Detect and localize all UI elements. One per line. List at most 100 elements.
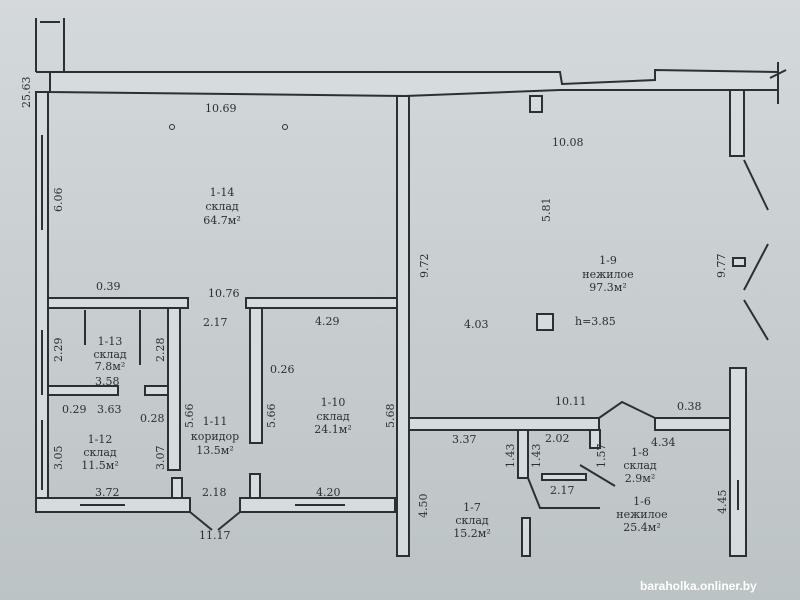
room-area: 24.1м² — [314, 423, 351, 436]
wall-1-7-lower — [521, 517, 531, 557]
dim-label: 4.03 — [464, 318, 489, 331]
dim-label: 4.50 — [417, 494, 430, 519]
dim-label: 4.20 — [316, 486, 341, 499]
dim-label: 2.18 — [202, 486, 227, 499]
dim-label: 10.11 — [555, 395, 587, 408]
dim-label: 3.63 — [97, 403, 122, 416]
dim-label: 9.72 — [418, 254, 431, 279]
dim-label: 4.34 — [651, 436, 676, 449]
wall-1-7-east — [517, 429, 529, 479]
room-type: склад — [623, 459, 657, 472]
fixture-1 — [169, 124, 175, 130]
room-1-8: 1-8 склад 2.9м² — [623, 446, 657, 485]
wall-1-9-south-left — [408, 417, 600, 431]
right-stub — [732, 257, 746, 267]
dim-label: 3.07 — [154, 446, 167, 471]
wall-stub — [144, 385, 169, 396]
wall-1-10-north — [245, 297, 398, 309]
dim-label: 0.39 — [96, 280, 121, 293]
column-top — [529, 95, 543, 113]
leader-1-8 — [579, 464, 616, 487]
dim-label: 3.37 — [452, 433, 477, 446]
central-wall — [396, 95, 410, 557]
dim-label: 1.43 — [504, 444, 517, 469]
room-1-6: 1-6 нежилое 25.4м² — [616, 495, 667, 534]
dim-label: 3.72 — [95, 486, 120, 499]
watermark: baraholka.onliner.by — [640, 579, 757, 593]
room-id: 1-13 — [98, 335, 123, 348]
room-type: нежилое — [582, 268, 633, 281]
wall-1-8-south — [527, 477, 600, 509]
right-doors — [743, 159, 769, 341]
room-type: нежилое — [616, 508, 667, 521]
wall-corridor-east — [249, 307, 263, 444]
room-type: коридор — [191, 430, 239, 443]
door-jamb-2 — [249, 473, 261, 499]
room-id: 1-12 — [88, 433, 113, 446]
room-area: 2.9м² — [625, 472, 655, 485]
dim-label: 10.69 — [205, 102, 237, 115]
dim-label: 6.06 — [52, 188, 65, 213]
room-1-12: 1-12 склад 11.5м² — [81, 433, 118, 472]
dim-label: 0.38 — [677, 400, 702, 413]
room-1-9: 1-9 нежилое 97.3м² — [582, 254, 633, 294]
dim-label: 2.02 — [545, 432, 570, 445]
room-type: склад — [316, 410, 350, 423]
room-type: склад — [93, 348, 127, 361]
room-area: 64.7м² — [203, 214, 240, 227]
room-id: 1-14 — [210, 186, 235, 199]
room-area: 25.4м² — [623, 521, 660, 534]
room-1-10: 1-10 склад 24.1м² — [314, 396, 351, 436]
door-1-9 — [598, 400, 656, 419]
dim-label: 9.77 — [715, 254, 728, 279]
room-type: склад — [83, 446, 117, 459]
dim-label: 2.17 — [203, 316, 228, 329]
wall-1-8-stub — [589, 429, 601, 449]
dim-label: 0.26 — [270, 363, 295, 376]
dim-label: 1.57 — [595, 444, 608, 469]
room-type: склад — [205, 200, 239, 213]
dim-label: 0.29 — [62, 403, 87, 416]
room-id: 1-6 — [633, 495, 651, 508]
room-1-13: 1-13 склад 7.8м² — [93, 335, 127, 373]
door-jamb-1 — [171, 477, 183, 499]
room-1-7: 1-7 склад 15.2м² — [453, 501, 490, 540]
dim-label: 2.29 — [52, 338, 65, 363]
room-id: 1-11 — [203, 415, 228, 428]
dim-label: 5.66 — [265, 404, 278, 429]
window-1-8 — [541, 473, 587, 481]
break-mark — [769, 62, 787, 104]
room-id: 1-10 — [321, 396, 346, 409]
wall-1-9-south-right — [654, 417, 731, 431]
room-area: 11.5м² — [81, 459, 118, 472]
wall-1-14-south — [47, 297, 189, 309]
dim-label: 1.43 — [530, 444, 543, 469]
top-wall — [36, 68, 779, 98]
dim-label: 10.76 — [208, 287, 240, 300]
right-wall-bottom — [729, 367, 747, 557]
room-1-14: 1-14 склад 64.7м² — [203, 186, 240, 227]
dim-label: 0.28 — [140, 412, 165, 425]
dim-label: 10.08 — [552, 136, 584, 149]
entry-door — [189, 511, 241, 531]
room-id: 1-9 — [599, 254, 617, 267]
dim-label: 2.28 — [154, 338, 167, 363]
right-pillar-top — [729, 89, 745, 157]
wall-corridor-west — [167, 307, 181, 471]
room-id: 1-7 — [463, 501, 481, 514]
dim-label: 2.17 — [550, 484, 575, 497]
dim-label: 4.45 — [716, 490, 729, 515]
room-area: 97.3м² — [589, 281, 626, 294]
dim-label: 3.58 — [95, 375, 120, 388]
room-1-11: 1-11 коридор 13.5м² — [191, 415, 239, 457]
riser — [35, 18, 65, 72]
dim-label: 5.66 — [183, 404, 196, 429]
room-area: 7.8м² — [95, 360, 125, 373]
dim-label: 3.05 — [52, 446, 65, 471]
room-type: склад — [455, 514, 489, 527]
dim-label: 11.17 — [199, 529, 231, 542]
room-area: 13.5м² — [196, 444, 233, 457]
dim-label: 5.68 — [384, 404, 397, 429]
